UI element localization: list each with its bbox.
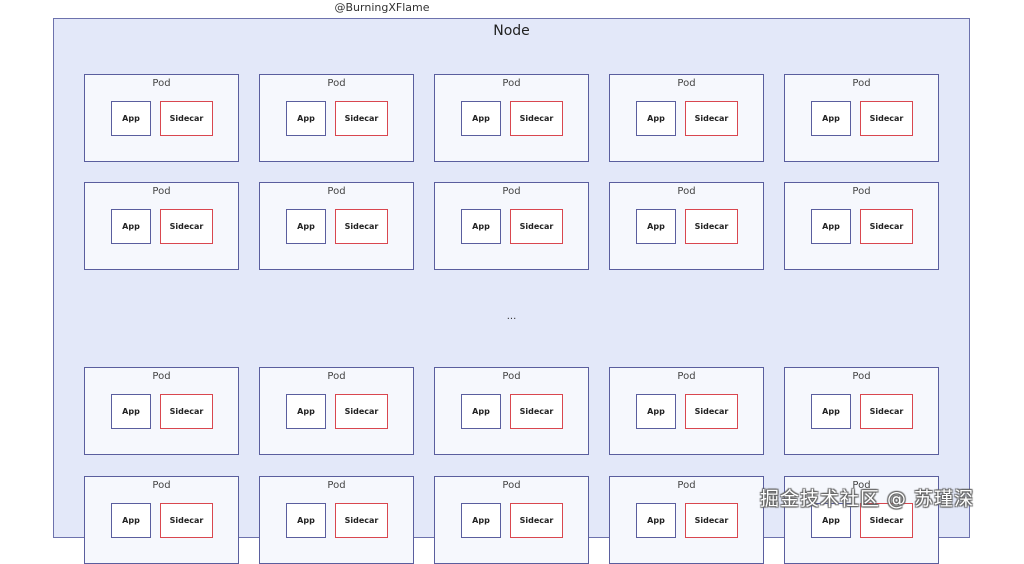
app-container: App — [111, 503, 151, 538]
pod-label: Pod — [152, 78, 171, 89]
app-container: App — [461, 503, 501, 538]
sidecar-container: Sidecar — [685, 394, 738, 429]
sidecar-container: Sidecar — [160, 503, 213, 538]
sidecar-container: Sidecar — [160, 394, 213, 429]
app-container: App — [286, 101, 326, 136]
pod-label: Pod — [502, 371, 521, 382]
ellipsis: ... — [506, 311, 517, 322]
app-container: App — [286, 394, 326, 429]
sidecar-container: Sidecar — [160, 209, 213, 244]
sidecar-container: Sidecar — [685, 503, 738, 538]
pod-label: Pod — [852, 480, 871, 491]
app-container: App — [111, 394, 151, 429]
app-container: App — [286, 503, 326, 538]
node-label: Node — [493, 23, 530, 39]
app-container: App — [111, 101, 151, 136]
pod-label: Pod — [502, 186, 521, 197]
sidecar-container: Sidecar — [335, 209, 388, 244]
sidecar-container: Sidecar — [685, 209, 738, 244]
sidecar-container: Sidecar — [685, 101, 738, 136]
app-container: App — [286, 209, 326, 244]
pod-label: Pod — [852, 371, 871, 382]
sidecar-container: Sidecar — [860, 209, 913, 244]
pod-label: Pod — [677, 371, 696, 382]
pod-label: Pod — [677, 186, 696, 197]
pod-label: Pod — [677, 480, 696, 491]
pod-label: Pod — [327, 78, 346, 89]
pod-label: Pod — [502, 480, 521, 491]
sidecar-container: Sidecar — [510, 394, 563, 429]
sidecar-container: Sidecar — [160, 101, 213, 136]
pod-label: Pod — [152, 371, 171, 382]
app-container: App — [811, 209, 851, 244]
app-container: App — [636, 394, 676, 429]
pod-label: Pod — [852, 78, 871, 89]
app-container: App — [636, 503, 676, 538]
app-container: App — [461, 101, 501, 136]
sidecar-container: Sidecar — [335, 101, 388, 136]
sidecar-container: Sidecar — [335, 503, 388, 538]
app-container: App — [461, 394, 501, 429]
watermark: 掘金技术社区 @ 苏瑾深 — [760, 488, 975, 510]
app-container: App — [636, 209, 676, 244]
app-container: App — [461, 209, 501, 244]
app-container: App — [636, 101, 676, 136]
sidecar-container: Sidecar — [335, 394, 388, 429]
sidecar-container: Sidecar — [510, 503, 563, 538]
sidecar-container: Sidecar — [510, 209, 563, 244]
app-container: App — [811, 394, 851, 429]
app-container: App — [111, 209, 151, 244]
sidecar-container: Sidecar — [510, 101, 563, 136]
app-container: App — [811, 101, 851, 136]
pod-label: Pod — [152, 480, 171, 491]
pod-label: Pod — [152, 186, 171, 197]
pod-label: Pod — [502, 78, 521, 89]
pod-label: Pod — [677, 78, 696, 89]
pod-label: Pod — [327, 186, 346, 197]
sidecar-container: Sidecar — [860, 394, 913, 429]
pod-label: Pod — [852, 186, 871, 197]
sidecar-container: Sidecar — [860, 101, 913, 136]
pod-label: Pod — [327, 480, 346, 491]
pod-label: Pod — [327, 371, 346, 382]
author-credit: @BurningXFlame — [334, 1, 430, 14]
